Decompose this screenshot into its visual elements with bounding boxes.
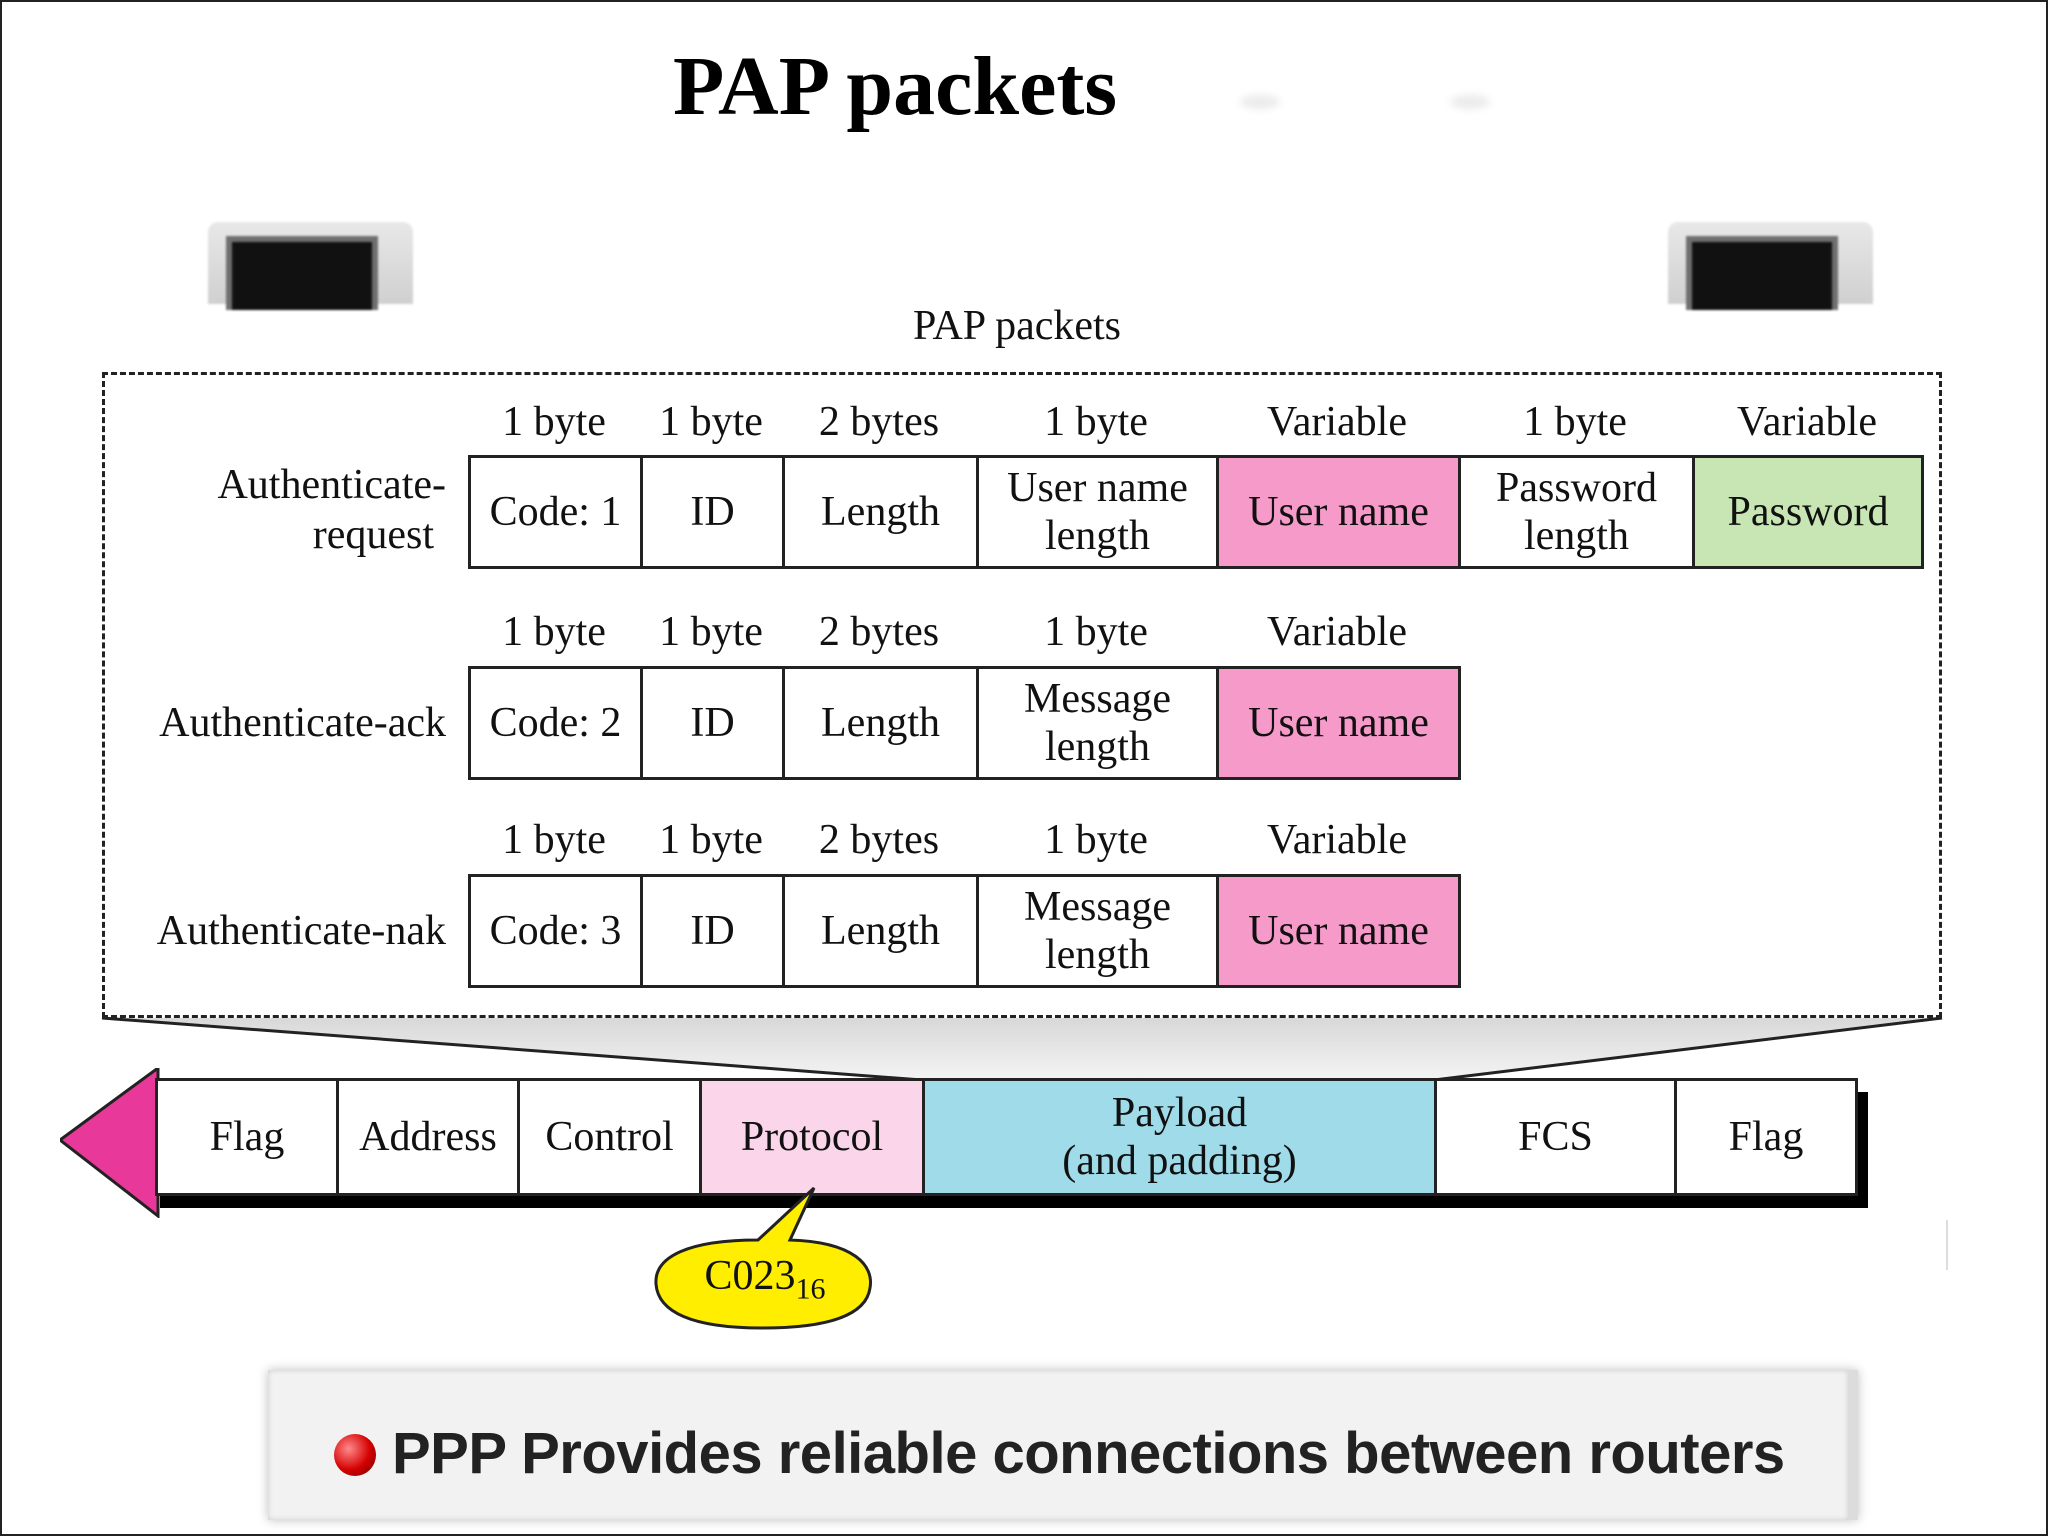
edge-mark xyxy=(1946,1220,1948,1270)
field-code: Code: 2 xyxy=(468,666,643,780)
field-size: 1 byte xyxy=(1044,609,1148,655)
field-user-name: User name xyxy=(1216,666,1461,780)
field-user-name: User name xyxy=(1216,874,1461,988)
background-smudge xyxy=(1240,95,1280,109)
background-smudge xyxy=(1450,95,1490,109)
field-size: 1 byte xyxy=(502,817,606,863)
field-code: Code: 3 xyxy=(468,874,643,988)
field-id: ID xyxy=(640,455,785,569)
field-code: Code: 1 xyxy=(468,455,643,569)
field-length: Length xyxy=(782,666,979,780)
router-image-right xyxy=(1668,222,1873,310)
field-size: 1 byte xyxy=(659,817,763,863)
ppp-field-control: Control xyxy=(517,1078,702,1196)
field-size: 1 byte xyxy=(659,399,763,445)
protocol-value-text: C02316 xyxy=(704,1253,826,1306)
red-bullet-icon xyxy=(334,1434,376,1476)
field-size: 2 bytes xyxy=(818,609,940,655)
field-size: Variable xyxy=(1267,399,1407,445)
ppp-field-flag: Flag xyxy=(155,1078,339,1196)
field-length: Length xyxy=(782,455,979,569)
field-size: 1 byte xyxy=(1044,399,1148,445)
field-length: Length xyxy=(782,874,979,988)
row-label-authenticate-nak: Authenticate-nak xyxy=(156,908,446,954)
ppp-field-address: Address xyxy=(336,1078,520,1196)
field-size: Variable xyxy=(1737,399,1877,445)
field-id: ID xyxy=(640,666,785,780)
field-size: 1 byte xyxy=(502,399,606,445)
field-user-name: User name xyxy=(1216,455,1461,569)
field-size: 1 byte xyxy=(502,609,606,655)
row-label-authenticate-ack: Authenticate-ack xyxy=(159,700,446,746)
router-image-left xyxy=(208,222,413,310)
page-title: PAP packets xyxy=(672,40,1118,133)
ppp-field-protocol: Protocol xyxy=(699,1078,925,1196)
field-size: 2 bytes xyxy=(818,817,940,863)
field-size: 1 byte xyxy=(1044,817,1148,863)
field-size: Variable xyxy=(1267,817,1407,863)
field-size: 1 byte xyxy=(659,609,763,655)
ppp-field-fcs: FCS xyxy=(1434,1078,1677,1196)
field-id: ID xyxy=(640,874,785,988)
field-password: Password xyxy=(1692,455,1924,569)
ppp-field-flag-end: Flag xyxy=(1674,1078,1858,1196)
protocol-value-callout xyxy=(654,1186,872,1330)
frame-direction-arrow-icon xyxy=(60,1068,160,1218)
field-size: Variable xyxy=(1267,609,1407,655)
field-size: 2 bytes xyxy=(818,399,940,445)
ppp-field-payload: Payload(and padding) xyxy=(922,1078,1437,1196)
footer-banner: PPP Provides reliable connections betwee… xyxy=(268,1370,1858,1520)
row-label-authenticate-request: Authenticate-request xyxy=(217,462,446,558)
field-size: 1 byte xyxy=(1523,399,1627,445)
diagram-title: PAP packets xyxy=(912,303,1122,349)
pap-packets-region xyxy=(102,372,1942,1018)
banner-text: PPP Provides reliable connections betwee… xyxy=(392,1421,1785,1486)
